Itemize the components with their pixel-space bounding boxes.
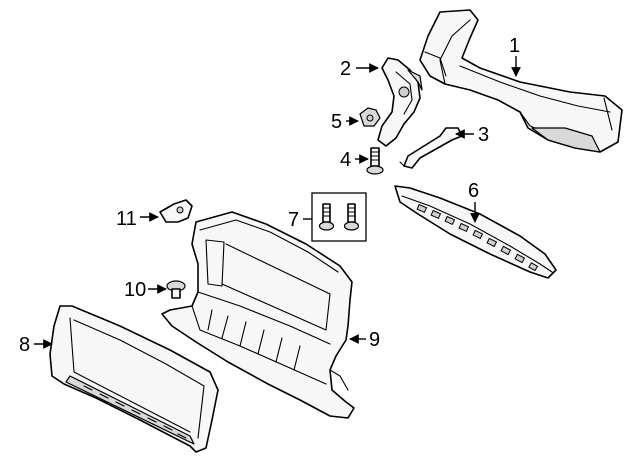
part-5-nut xyxy=(359,107,381,127)
part-4-bolt xyxy=(366,147,384,175)
svg-text:6: 6 xyxy=(468,180,479,202)
bolt-b xyxy=(343,203,360,231)
callout-1: 1 xyxy=(509,35,521,77)
part-7-bolt-set xyxy=(311,192,367,242)
callout-10: 10 xyxy=(124,279,167,301)
callout-9: 9 xyxy=(349,329,380,351)
callout-3: 3 xyxy=(455,124,489,146)
deflector-slots xyxy=(416,203,539,272)
svg-text:7: 7 xyxy=(288,209,299,231)
callout-2: 2 xyxy=(340,58,379,80)
svg-text:11: 11 xyxy=(116,208,137,230)
svg-text:4: 4 xyxy=(340,149,351,171)
part-1-tie-bar xyxy=(419,9,623,153)
part-2-bracket xyxy=(377,57,423,147)
callout-4: 4 xyxy=(340,149,369,171)
svg-text:8: 8 xyxy=(19,334,30,356)
callout-11: 11 xyxy=(116,208,159,230)
callout-8: 8 xyxy=(19,334,53,356)
support-ribs xyxy=(207,309,301,371)
part-6-deflector xyxy=(394,185,557,279)
bolt-a xyxy=(318,203,335,231)
part-8-lower-grille-frame xyxy=(49,305,219,453)
grille-slots xyxy=(83,385,187,439)
part-11-clip xyxy=(159,199,193,223)
svg-text:2: 2 xyxy=(340,58,351,80)
callout-7: 7 xyxy=(288,209,312,231)
part-9-radiator-support xyxy=(161,211,355,419)
svg-text:10: 10 xyxy=(124,279,146,301)
svg-text:5: 5 xyxy=(331,111,342,133)
callout-6: 6 xyxy=(468,180,480,223)
part-3-brace xyxy=(399,127,463,169)
svg-text:9: 9 xyxy=(369,329,380,351)
callout-5: 5 xyxy=(331,111,359,133)
part-10-push-pin xyxy=(166,280,186,299)
svg-text:3: 3 xyxy=(478,124,489,146)
svg-text:1: 1 xyxy=(509,35,520,57)
